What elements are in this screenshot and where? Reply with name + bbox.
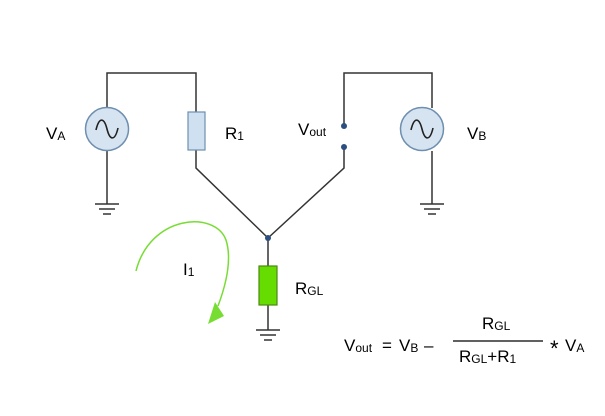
voltage-source-a	[84, 106, 130, 152]
label-va: VA	[46, 124, 65, 143]
formula-equals: =	[382, 336, 392, 355]
label-r1: R1	[225, 124, 244, 143]
ac-wave-icon	[410, 119, 434, 139]
current-arrow	[135, 221, 230, 324]
wires	[106, 72, 433, 330]
formula-lhs: Vout	[344, 336, 373, 355]
formula: Vout = VB – RGL RGL+R1 * VA	[344, 314, 584, 366]
label-i1: I1	[183, 260, 195, 279]
vout-terminal-top	[341, 123, 347, 129]
ground-symbol-a	[95, 203, 119, 215]
label-vb: VB	[467, 124, 486, 143]
vout-terminal-bottom	[341, 144, 347, 150]
ground-symbol-gl	[256, 329, 280, 341]
formula-va: VA	[565, 336, 584, 355]
voltage-source-b	[399, 106, 445, 152]
ground-symbol-b	[420, 203, 444, 215]
formula-denominator: RGL+R1	[459, 347, 517, 366]
formula-vb: VB	[399, 336, 418, 355]
junction-node	[265, 235, 271, 241]
resistor-r1	[187, 111, 206, 151]
label-rgl: RGL	[295, 279, 324, 298]
label-vout: Vout	[298, 120, 327, 139]
resistor-rgl	[258, 265, 278, 306]
formula-times: *	[550, 336, 559, 361]
formula-numerator: RGL	[482, 314, 511, 333]
formula-minus: –	[424, 336, 434, 355]
ac-wave-icon	[95, 119, 119, 139]
